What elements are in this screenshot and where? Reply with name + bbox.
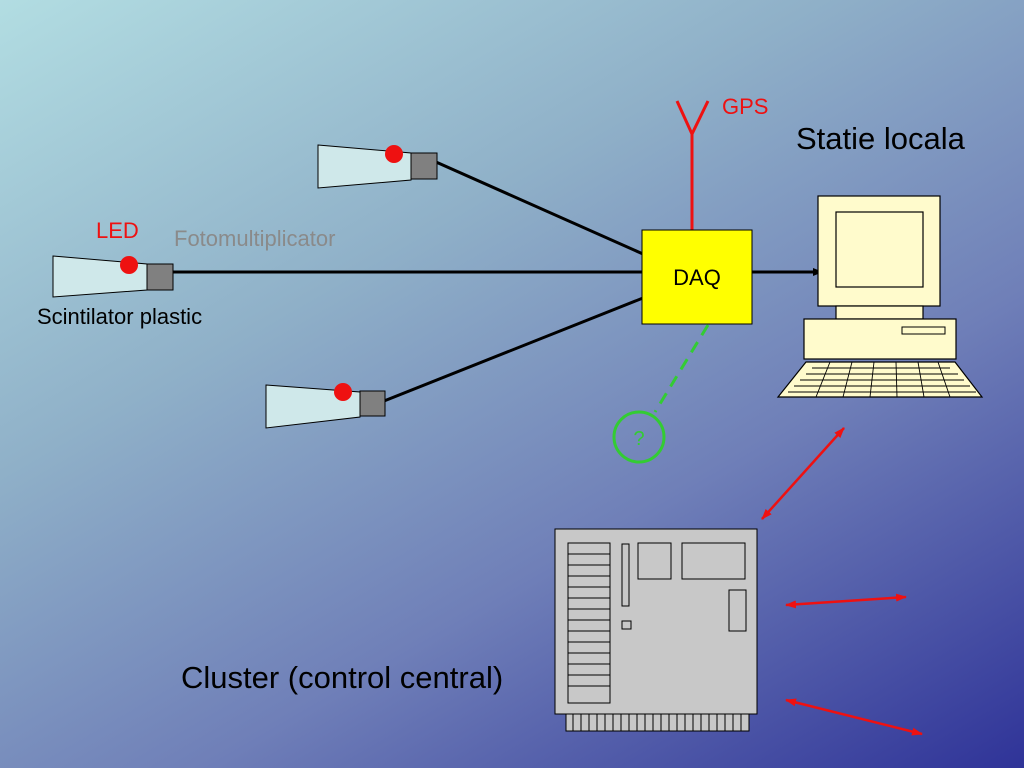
led-bottom [334,383,352,401]
board-slots [567,542,611,704]
monitor-screen [835,211,924,288]
led-top [385,145,403,163]
photomultiplier-bottom [359,390,386,417]
led-middle [120,256,138,274]
unknown-link [653,324,710,413]
keyboard [776,361,984,398]
board-chips [621,542,747,632]
daq-label: DAQ [673,265,721,290]
computer-case [803,318,957,360]
computer-icon [776,195,984,398]
unknown-node [612,410,666,464]
scintillator-label: Scintilator plastic [37,304,202,329]
local-station-label: Statie locala [796,121,966,156]
daq-box [641,229,753,325]
cluster-link-1 [785,593,907,609]
photomultiplier-middle [146,263,174,291]
detector-top [317,144,438,189]
detector-middle [52,255,174,298]
monitor-stand [835,305,924,320]
keyboard-keys [788,361,976,398]
cable-bottom [383,296,644,403]
cluster-link-2 [785,698,923,736]
antenna-icon [675,100,710,230]
detector-bottom [265,383,386,429]
disk-slot [901,326,946,335]
cable-top [435,160,644,256]
unknown-label: ? [633,428,644,450]
gps-label: GPS [722,94,768,119]
led-label: LED [96,218,139,243]
board-connector [565,713,750,732]
photomultiplier-top [410,152,438,180]
cluster-label: Cluster (control central) [181,660,503,695]
photomultiplier-label: Fotomultiplicator [174,226,335,251]
computer-cluster-link [761,427,845,520]
server-board-icon [554,528,758,732]
